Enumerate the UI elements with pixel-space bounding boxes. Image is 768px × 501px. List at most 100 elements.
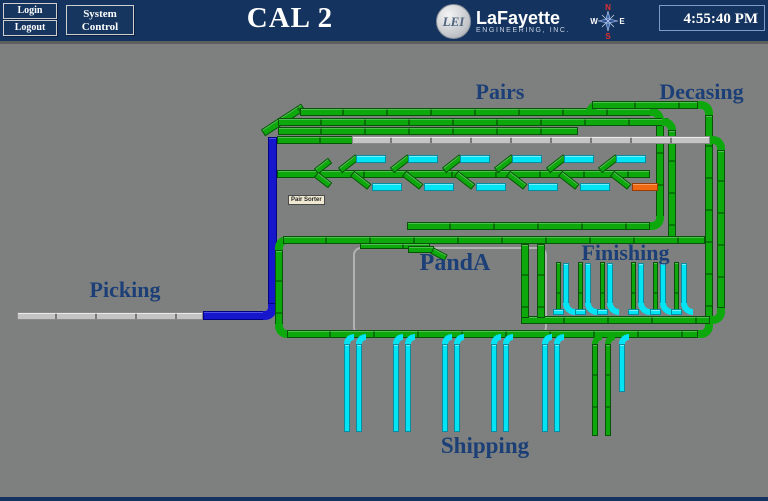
pairs-line-2: [278, 118, 668, 126]
shipping-lane-bend: [405, 334, 415, 346]
sorter-tray-upper: [564, 155, 594, 163]
decasing-right-vertical: [705, 115, 713, 322]
sorter-tray-upper: [460, 155, 490, 163]
area-label-picking: Picking: [89, 277, 161, 302]
finishing-lane-bend: [563, 303, 575, 315]
pair-sorter-tooltip: Pair Sorter: [288, 195, 325, 205]
sorter-tray-lower: [476, 183, 506, 191]
conveyor-segment: [668, 130, 676, 238]
conveyor-elbow: [662, 118, 676, 132]
shipping-line: [287, 330, 698, 338]
clock-display: 4:55:40 PM: [659, 5, 765, 31]
logo-monogram-icon: LEI: [436, 4, 471, 39]
transport-blue-elbow: [263, 304, 277, 320]
finishing-lane-bend: [681, 303, 693, 315]
system-control-label-line2: Control: [81, 21, 119, 33]
finishing-lane-foot: [628, 309, 639, 315]
shipping-lane-bend: [619, 334, 629, 346]
finishing-lane: [585, 263, 591, 305]
area-label-finishing: Finishing: [581, 240, 670, 265]
shipping-lane-bend: [442, 334, 452, 346]
system-control-button[interactable]: System Control: [66, 5, 134, 35]
compass-icon: N S W E: [588, 2, 628, 45]
finishing-left-vertical: [537, 244, 545, 318]
finishing-lane: [681, 263, 687, 305]
conveyor-elbow: [710, 308, 725, 324]
shipping-lane-bend: [344, 334, 354, 346]
conveyor-elbow: [275, 324, 289, 338]
finishing-lane: [563, 263, 569, 305]
area-label-decasing: Decasing: [659, 79, 744, 104]
sorter-tray-lower: [372, 183, 402, 191]
conveyor-elbow: [650, 108, 664, 124]
compass-north-label: N: [605, 3, 611, 12]
sorter-tray-upper: [616, 155, 646, 163]
conveyor-segment: [717, 150, 725, 308]
company-logo: LEI LaFayette ENGINEERING, INC.: [436, 4, 570, 39]
panda-left-vertical: [275, 250, 283, 326]
sorter-tray-lower: [424, 183, 454, 191]
compass-south-label: S: [605, 32, 611, 40]
finishing-lane-foot: [575, 309, 586, 315]
sorter-tray-lower: [528, 183, 558, 191]
finishing-bottom-line: [521, 316, 710, 324]
shipping-lane-bend: [542, 334, 552, 346]
sorter-tray-fault: [632, 183, 658, 191]
pairs-line-1: [300, 108, 656, 116]
finishing-lane-green: [674, 262, 679, 314]
shipping-lane-bend-green: [605, 334, 615, 346]
shipping-lane-green: [592, 344, 598, 436]
shipping-lane: [344, 344, 350, 432]
pairs-line-3: [278, 127, 578, 135]
shipping-lane: [554, 344, 560, 432]
shipping-lane-bend: [554, 334, 564, 346]
logo-text: LaFayette ENGINEERING, INC.: [476, 7, 571, 34]
panda-right-vertical: [521, 244, 529, 318]
shipping-lane-bend: [356, 334, 366, 346]
shipping-lane-bend: [503, 334, 513, 346]
shipping-lane: [442, 344, 448, 432]
area-label-shipping: Shipping: [440, 433, 530, 458]
logout-button[interactable]: Logout: [3, 20, 57, 36]
pairs-line-4-gray: [352, 136, 710, 144]
logo-subtitle: ENGINEERING, INC.: [476, 26, 571, 34]
finishing-lane-green: [631, 262, 636, 314]
shipping-lane: [405, 344, 411, 432]
top-banner: Login Logout System Control CAL 2 LEI La…: [0, 0, 768, 44]
transport-blue-vertical: [268, 137, 277, 304]
shipping-lane: [454, 344, 460, 432]
shipping-lane-bend: [454, 334, 464, 346]
sorter-tray-upper: [512, 155, 542, 163]
conveyor-segment: [656, 122, 664, 218]
login-button[interactable]: Login: [3, 3, 57, 19]
shipping-lane-bend: [393, 334, 403, 346]
finishing-lane-green: [653, 262, 658, 314]
decasing-top-line: [592, 101, 698, 109]
conveyor-elbow: [275, 236, 289, 252]
finishing-lane: [660, 263, 666, 305]
finishing-lane-foot: [671, 309, 682, 315]
shipping-lane-short: [619, 344, 625, 392]
finishing-lane: [638, 263, 644, 305]
compass-west-label: W: [590, 17, 598, 26]
shipping-lane: [393, 344, 399, 432]
shipping-lane: [503, 344, 509, 432]
main-transfer-line: [283, 236, 705, 244]
shipping-lane: [542, 344, 548, 432]
shipping-lane: [491, 344, 497, 432]
transport-blue-horizontal: [203, 311, 265, 320]
shipping-lane-bend-green: [592, 334, 602, 346]
panda-stub: [408, 246, 434, 253]
panda-top-segment: [360, 243, 430, 249]
shipping-lane-bend: [491, 334, 501, 346]
finishing-lane-green: [556, 262, 561, 314]
picking-conveyor: [17, 312, 203, 320]
logo-company-name: LaFayette: [476, 7, 561, 28]
conveyor-elbow: [698, 322, 713, 338]
sorter-tray-lower: [580, 183, 610, 191]
conveyor-elbow: [710, 136, 725, 152]
return-line: [407, 222, 650, 230]
area-label-pairs: Pairs: [475, 79, 525, 104]
